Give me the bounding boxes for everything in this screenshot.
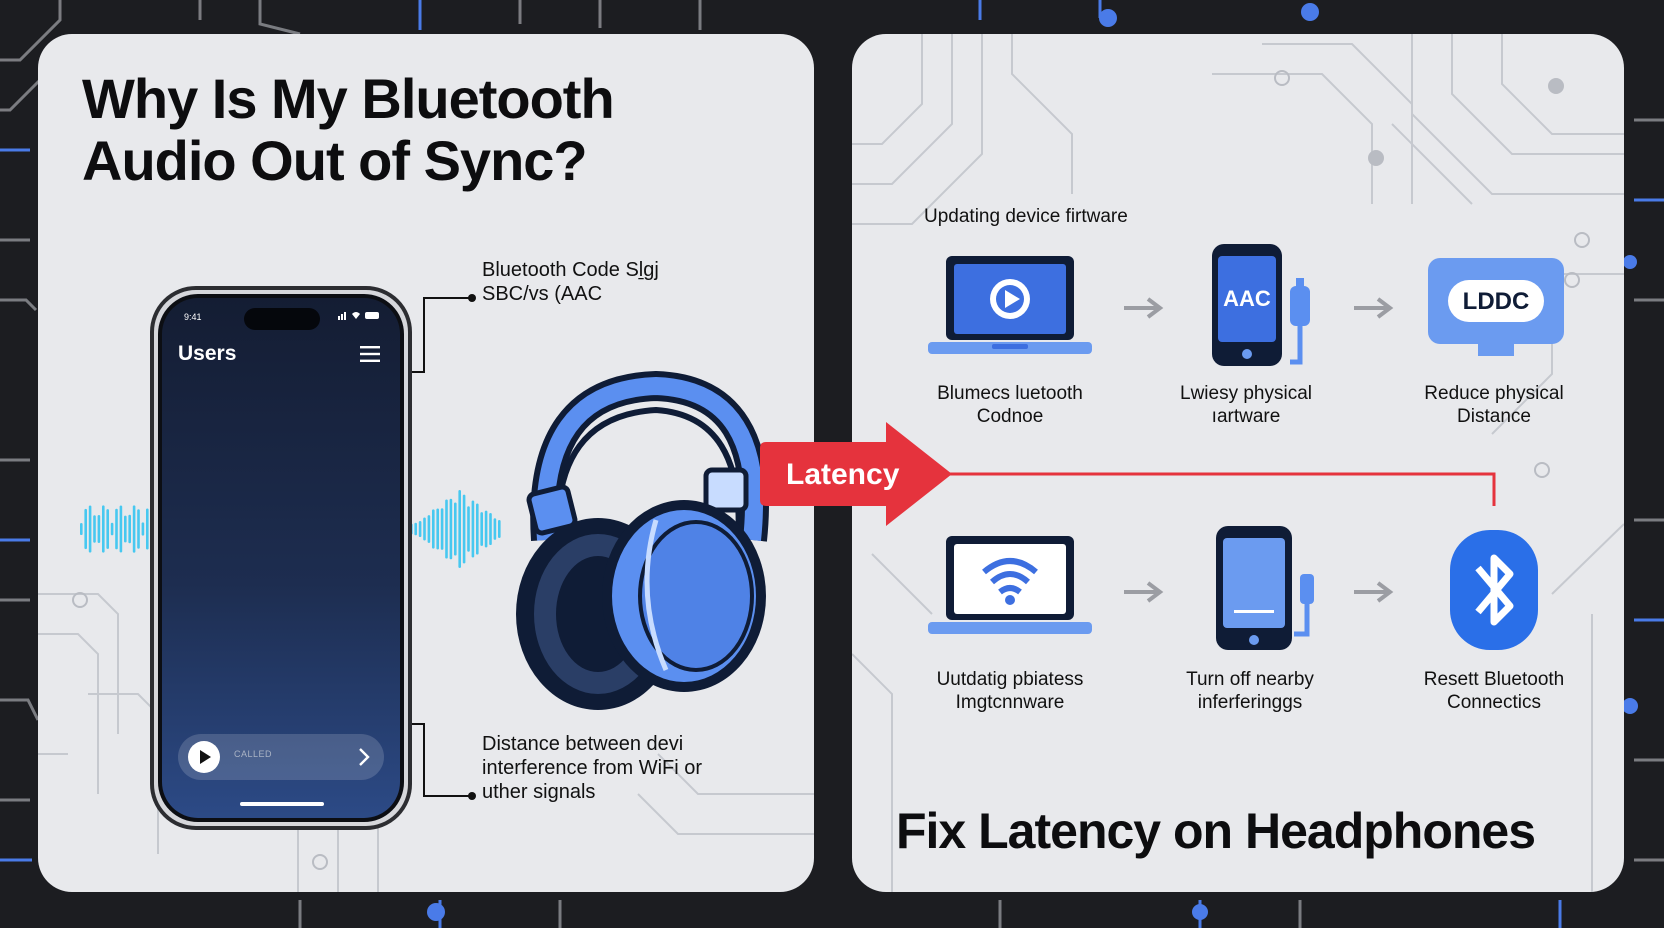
wave-bar xyxy=(124,515,127,543)
phone-screen: 9:41 Users CALLED xyxy=(162,298,400,818)
arrow-right-icon xyxy=(1124,581,1164,603)
ldac-badge-text: LDDC xyxy=(1463,288,1530,315)
title-line-2: Audio Out of Sync? xyxy=(82,129,588,192)
callout-distance-line-1: Distance between devi xyxy=(482,733,684,755)
wave-bar xyxy=(445,499,448,559)
left-panel: Why Is My Bluetooth Audio Out of Sync? B… xyxy=(38,34,814,892)
wave-bar xyxy=(498,520,501,538)
laptop-play-icon xyxy=(928,256,1092,354)
page-title: Why Is My Bluetooth Audio Out of Sync? xyxy=(82,67,615,192)
distance-callout: Distance between devi interference from … xyxy=(482,732,702,804)
phone-screen-title: Users xyxy=(178,342,237,365)
wave-bar xyxy=(462,494,466,564)
callout-distance-line-3: uther signals xyxy=(482,781,596,803)
wave-bar xyxy=(97,515,101,543)
wave-bar xyxy=(141,522,145,536)
callout-codec-line-2: SBC/vs (AAC xyxy=(482,283,603,305)
wave-bar xyxy=(471,500,475,558)
player-label: CALLED xyxy=(234,749,273,759)
wave-bar xyxy=(427,515,431,543)
wave-bar xyxy=(128,514,131,544)
arrow-right-icon xyxy=(1354,581,1394,603)
wave-bar xyxy=(132,505,136,553)
right-panel-circuit xyxy=(852,34,1624,892)
wave-bar xyxy=(493,518,497,540)
wave-bar xyxy=(146,508,149,550)
latency-arrow-icon xyxy=(760,422,952,526)
status-time: 9:41 xyxy=(184,312,202,322)
wave-bar xyxy=(106,509,109,549)
bluetooth-icon xyxy=(1450,530,1538,650)
arrow-right-icon xyxy=(1354,297,1394,319)
right-panel: Updating device firtware AAC LDDC Blumec… xyxy=(852,34,1624,892)
wave-bar xyxy=(102,505,105,553)
wave-bar xyxy=(436,508,439,550)
laptop-wifi-icon xyxy=(928,536,1092,634)
hamburger-menu-icon[interactable] xyxy=(360,346,380,362)
aac-badge-text: AAC xyxy=(1223,286,1271,311)
title-line-1: Why Is My Bluetooth xyxy=(82,67,615,130)
wave-bar xyxy=(449,498,453,560)
wave-bar xyxy=(454,502,457,556)
wave-bar xyxy=(440,508,444,550)
wave-bar xyxy=(467,506,470,552)
latency-line xyxy=(940,472,1496,506)
phone-cable-icon xyxy=(1216,526,1314,650)
play-icon xyxy=(200,750,211,764)
ldac-monitor-icon: LDDC xyxy=(1428,258,1564,356)
wave-bar xyxy=(137,509,140,549)
wave-bar xyxy=(115,508,118,550)
arrow-right-icon xyxy=(1124,297,1164,319)
headphones-icon xyxy=(516,370,769,710)
home-indicator xyxy=(240,802,324,806)
wave-bar xyxy=(84,508,87,550)
media-player-bar[interactable]: CALLED xyxy=(178,734,384,780)
wave-bar xyxy=(432,509,435,549)
callout-connectors xyxy=(408,294,476,800)
latency-label: Latency xyxy=(786,458,900,491)
callout-codec-line-1: Bluetooth Code Sḻgj xyxy=(482,259,659,281)
wave-bar xyxy=(110,522,114,536)
chevron-right-icon[interactable] xyxy=(358,747,370,767)
status-icons xyxy=(338,312,379,320)
wave-bar xyxy=(480,512,483,546)
wave-bar xyxy=(476,503,479,555)
wave-bar xyxy=(80,523,83,535)
wave-bar xyxy=(93,515,96,543)
footer-title: Fix Latency on Headphones xyxy=(896,803,1536,859)
wave-bar xyxy=(489,513,492,545)
wave-bar xyxy=(458,490,461,568)
wave-bar xyxy=(484,510,488,548)
wave-bar xyxy=(414,522,417,536)
wave-bar xyxy=(423,517,426,541)
phone-notch xyxy=(244,308,320,330)
phone-aac-icon: AAC xyxy=(1212,244,1310,366)
wave-bar xyxy=(119,505,123,553)
steps-heading: Updating device firtware xyxy=(924,206,1128,227)
codec-callout: Bluetooth Code Sḻgj SBC/vs (AAC xyxy=(482,258,659,306)
wave-bar xyxy=(418,521,422,537)
callout-distance-line-2: interference from WiFi or xyxy=(482,757,703,779)
wave-bar xyxy=(88,505,92,553)
play-button[interactable] xyxy=(188,741,220,773)
